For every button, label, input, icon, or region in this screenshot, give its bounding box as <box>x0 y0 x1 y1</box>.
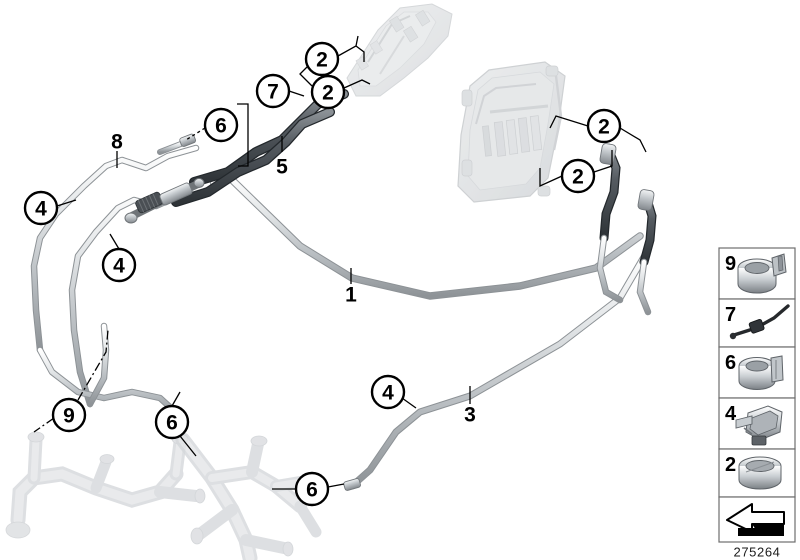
coolant-pipe-1 <box>224 172 644 300</box>
callout-label: 3 <box>464 404 476 427</box>
callout-label: 8 <box>111 131 123 154</box>
callout-label: 4 <box>113 255 125 278</box>
pipe-connector-upper-left <box>157 133 196 155</box>
tank-inlet-hose-upper <box>599 143 621 243</box>
callout-label: 5 <box>276 156 288 179</box>
pipe-connector-bottom-centre <box>343 478 361 491</box>
callout-8-12[interactable]: 8 <box>111 131 123 154</box>
callout-circle <box>310 74 346 110</box>
callout-label: 1 <box>345 284 357 307</box>
callout-layer: 2 2 7 6 4 4 9 6 6 4 2 2 8 5 1 3 <box>23 41 622 507</box>
legend-panel: 275264 <box>718 247 796 560</box>
callout-label: 2 <box>572 166 584 189</box>
callout-2-10[interactable]: 2 <box>586 108 622 144</box>
callout-3-15[interactable]: 3 <box>464 404 476 427</box>
coolant-pipe-branch-lower-left <box>36 322 186 422</box>
hose-manifold-ghost-left <box>5 431 206 539</box>
leader-lines <box>33 35 647 490</box>
callout-circle <box>23 190 59 226</box>
callout-label: 4 <box>382 382 394 405</box>
callout-circle <box>294 471 330 507</box>
callout-label: 2 <box>322 82 334 105</box>
callout-label: 6 <box>306 479 318 502</box>
legend-number-layer: 9 7 6 4 2 <box>725 253 737 476</box>
callout-2-11[interactable]: 2 <box>560 158 596 194</box>
callout-4-9[interactable]: 4 <box>370 374 406 410</box>
callout-circle <box>203 107 239 143</box>
callout-label: 7 <box>267 81 279 104</box>
quick-connect-coupling <box>124 178 205 224</box>
callout-circle <box>560 158 596 194</box>
callout-6-8[interactable]: 6 <box>294 471 330 507</box>
callout-5-13[interactable]: 5 <box>276 156 288 179</box>
callout-circle <box>370 374 406 410</box>
callout-6-7[interactable]: 6 <box>154 404 190 440</box>
coolant-pipe-8 <box>30 144 200 354</box>
callout-4-5[interactable]: 4 <box>101 247 137 283</box>
direction-arrow-icon <box>726 503 785 536</box>
callout-label: 2 <box>316 49 328 72</box>
callout-label: 6 <box>215 115 227 138</box>
coolant-hose-7-upper <box>171 107 335 207</box>
tank-return-pipes <box>596 234 652 316</box>
legend-number-7: 7 <box>725 304 736 326</box>
cable-tie-icon <box>729 304 790 340</box>
legend-number-2: 2 <box>725 454 736 476</box>
hose-clamp-icon <box>738 355 784 390</box>
coolant-pipe-4-left <box>68 180 212 408</box>
callout-label: 2 <box>598 116 610 139</box>
callout-2-1[interactable]: 2 <box>310 74 346 110</box>
callout-1-14[interactable]: 1 <box>345 284 357 307</box>
callout-circle <box>51 397 87 433</box>
callout-7-2[interactable]: 7 <box>255 73 291 109</box>
expansion-tank-ghost <box>457 61 566 203</box>
coolant-pipe-3 <box>348 246 652 490</box>
callout-label: 9 <box>63 405 75 428</box>
tank-inlet-hose-lower <box>637 189 657 267</box>
callout-4-4[interactable]: 4 <box>23 190 59 226</box>
callout-circle <box>304 41 340 77</box>
callout-2-0[interactable]: 2 <box>304 41 340 77</box>
callout-circle <box>154 404 190 440</box>
legend-number-4: 4 <box>725 403 737 425</box>
callout-circle <box>101 247 137 283</box>
hose-manifold-ghost-right <box>175 432 322 560</box>
callout-circle <box>255 73 291 109</box>
legend-number-9: 9 <box>725 253 736 275</box>
part-number: 275264 <box>734 545 781 560</box>
hose-clamp-with-bracket-icon <box>737 253 787 294</box>
callout-circle <box>586 108 622 144</box>
clamp-ring-icon <box>738 456 782 490</box>
legend-number-6: 6 <box>725 352 736 374</box>
callout-label: 6 <box>166 412 178 435</box>
callout-6-3[interactable]: 6 <box>203 107 239 143</box>
callout-9-6[interactable]: 9 <box>51 397 87 433</box>
callout-label: 4 <box>35 198 47 221</box>
pipe-retaining-clip-icon <box>735 405 783 446</box>
cylinder-head-ghost <box>346 3 453 97</box>
